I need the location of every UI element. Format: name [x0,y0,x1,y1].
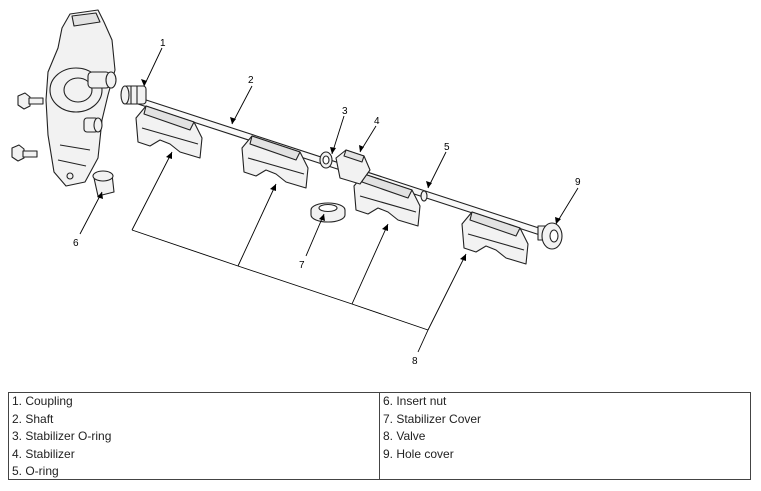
leader-lines [79,47,579,353]
bolt-lower [11,144,38,162]
leader-arrowheads [97,79,561,261]
exploded-parts-diagram: 1 2 3 4 5 6 7 8 9 [11,9,581,367]
legend-item: 1. Coupling [12,394,73,408]
legend-item: 4. Stabilizer [12,446,75,461]
parts-legend-table: 1. Coupling 2. Shaft 3. Stabilizer O-rin… [8,392,751,480]
legend-item: 3. Stabilizer O-ring [12,429,112,443]
callout-6: 6 [73,238,79,249]
callout-5: 5 [444,142,450,153]
insert-nut [92,170,115,197]
callout-3: 3 [342,106,348,117]
callout-8: 8 [412,356,418,367]
valve-flap-1 [135,105,203,159]
legend-column-right: 6. Insert nut 7. Stabilizer Cover 8. Val… [379,393,750,479]
valve-flap-2 [241,135,309,189]
actuator-housing [45,9,117,187]
legend-column-left: 1. Coupling 2. Shaft 3. Stabilizer O-rin… [9,393,379,479]
coupling [120,85,147,105]
hole-cover [537,222,563,250]
o-ring [420,190,428,202]
legend-item: 8. Valve [383,429,426,443]
legend-item: 7. Stabilizer Cover [383,411,482,426]
legend-item: 5. O-ring [12,464,59,478]
stabilizer-cover [310,202,346,223]
callout-1: 1 [160,38,166,49]
bolt-upper [17,92,44,110]
legend-item: 6. Insert nut [383,394,447,408]
stabilizer [335,149,371,185]
callout-9: 9 [575,177,581,188]
callout-4: 4 [374,116,380,127]
valve-flap-3 [353,173,421,227]
callout-7: 7 [299,260,305,271]
stabilizer-o-ring [319,151,333,169]
callout-2: 2 [248,75,254,86]
valve-flap-4 [461,211,529,265]
legend-item: 9. Hole cover [383,446,454,461]
legend-item: 2. Shaft [12,411,54,426]
